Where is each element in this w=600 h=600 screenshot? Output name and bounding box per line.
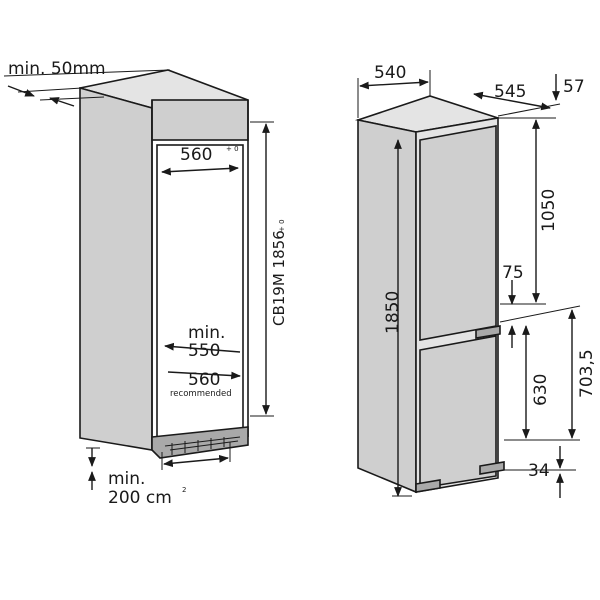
total-height-label: 1850 (383, 291, 403, 334)
depth-min-label: min. (188, 323, 225, 343)
cabinet-height-label: CB19M 1856 (270, 230, 288, 326)
depth-rec-note: recommended (170, 389, 232, 399)
lower-height-label: 630 (531, 374, 551, 406)
appliance-drawing: 540 545 57 1050 75 1850 630 703,5 (354, 63, 597, 498)
gap-label: min. 50mm (8, 59, 106, 79)
vent-unit-exponent: 2 (182, 486, 186, 494)
lower-total-label: 703,5 (577, 349, 597, 398)
depth-min-value: 550 (188, 341, 220, 361)
gap-75-label: 75 (502, 263, 524, 283)
middle-hinge (475, 325, 501, 339)
vent-label-line1: min. (108, 469, 145, 489)
cabinet-width-tolerance: + 0 (226, 145, 239, 153)
bottom-offset-label: 34 (528, 461, 550, 481)
vent-grille (151, 426, 249, 459)
appliance-depth-label: 545 (494, 82, 526, 102)
cabinet-top-rail (151, 99, 249, 141)
cabinet-drawing: min. 50mm 560 + 0 min. 550 560 recommend… (3, 59, 288, 508)
cabinet-height-tolerance: + 0 (278, 219, 286, 232)
lower-door (419, 335, 497, 489)
cabinet-side-panel (79, 86, 153, 451)
upper-door (419, 125, 497, 341)
bottom-front-foot (415, 479, 441, 493)
vent-label-line2: 200 cm (108, 488, 172, 508)
upper-height-label: 1050 (539, 189, 559, 232)
top-offset-label: 57 (563, 77, 585, 97)
appliance-width-label: 540 (374, 63, 406, 83)
depth-rec-value: 560 (188, 370, 220, 390)
cabinet-width-label: 560 (180, 145, 212, 165)
